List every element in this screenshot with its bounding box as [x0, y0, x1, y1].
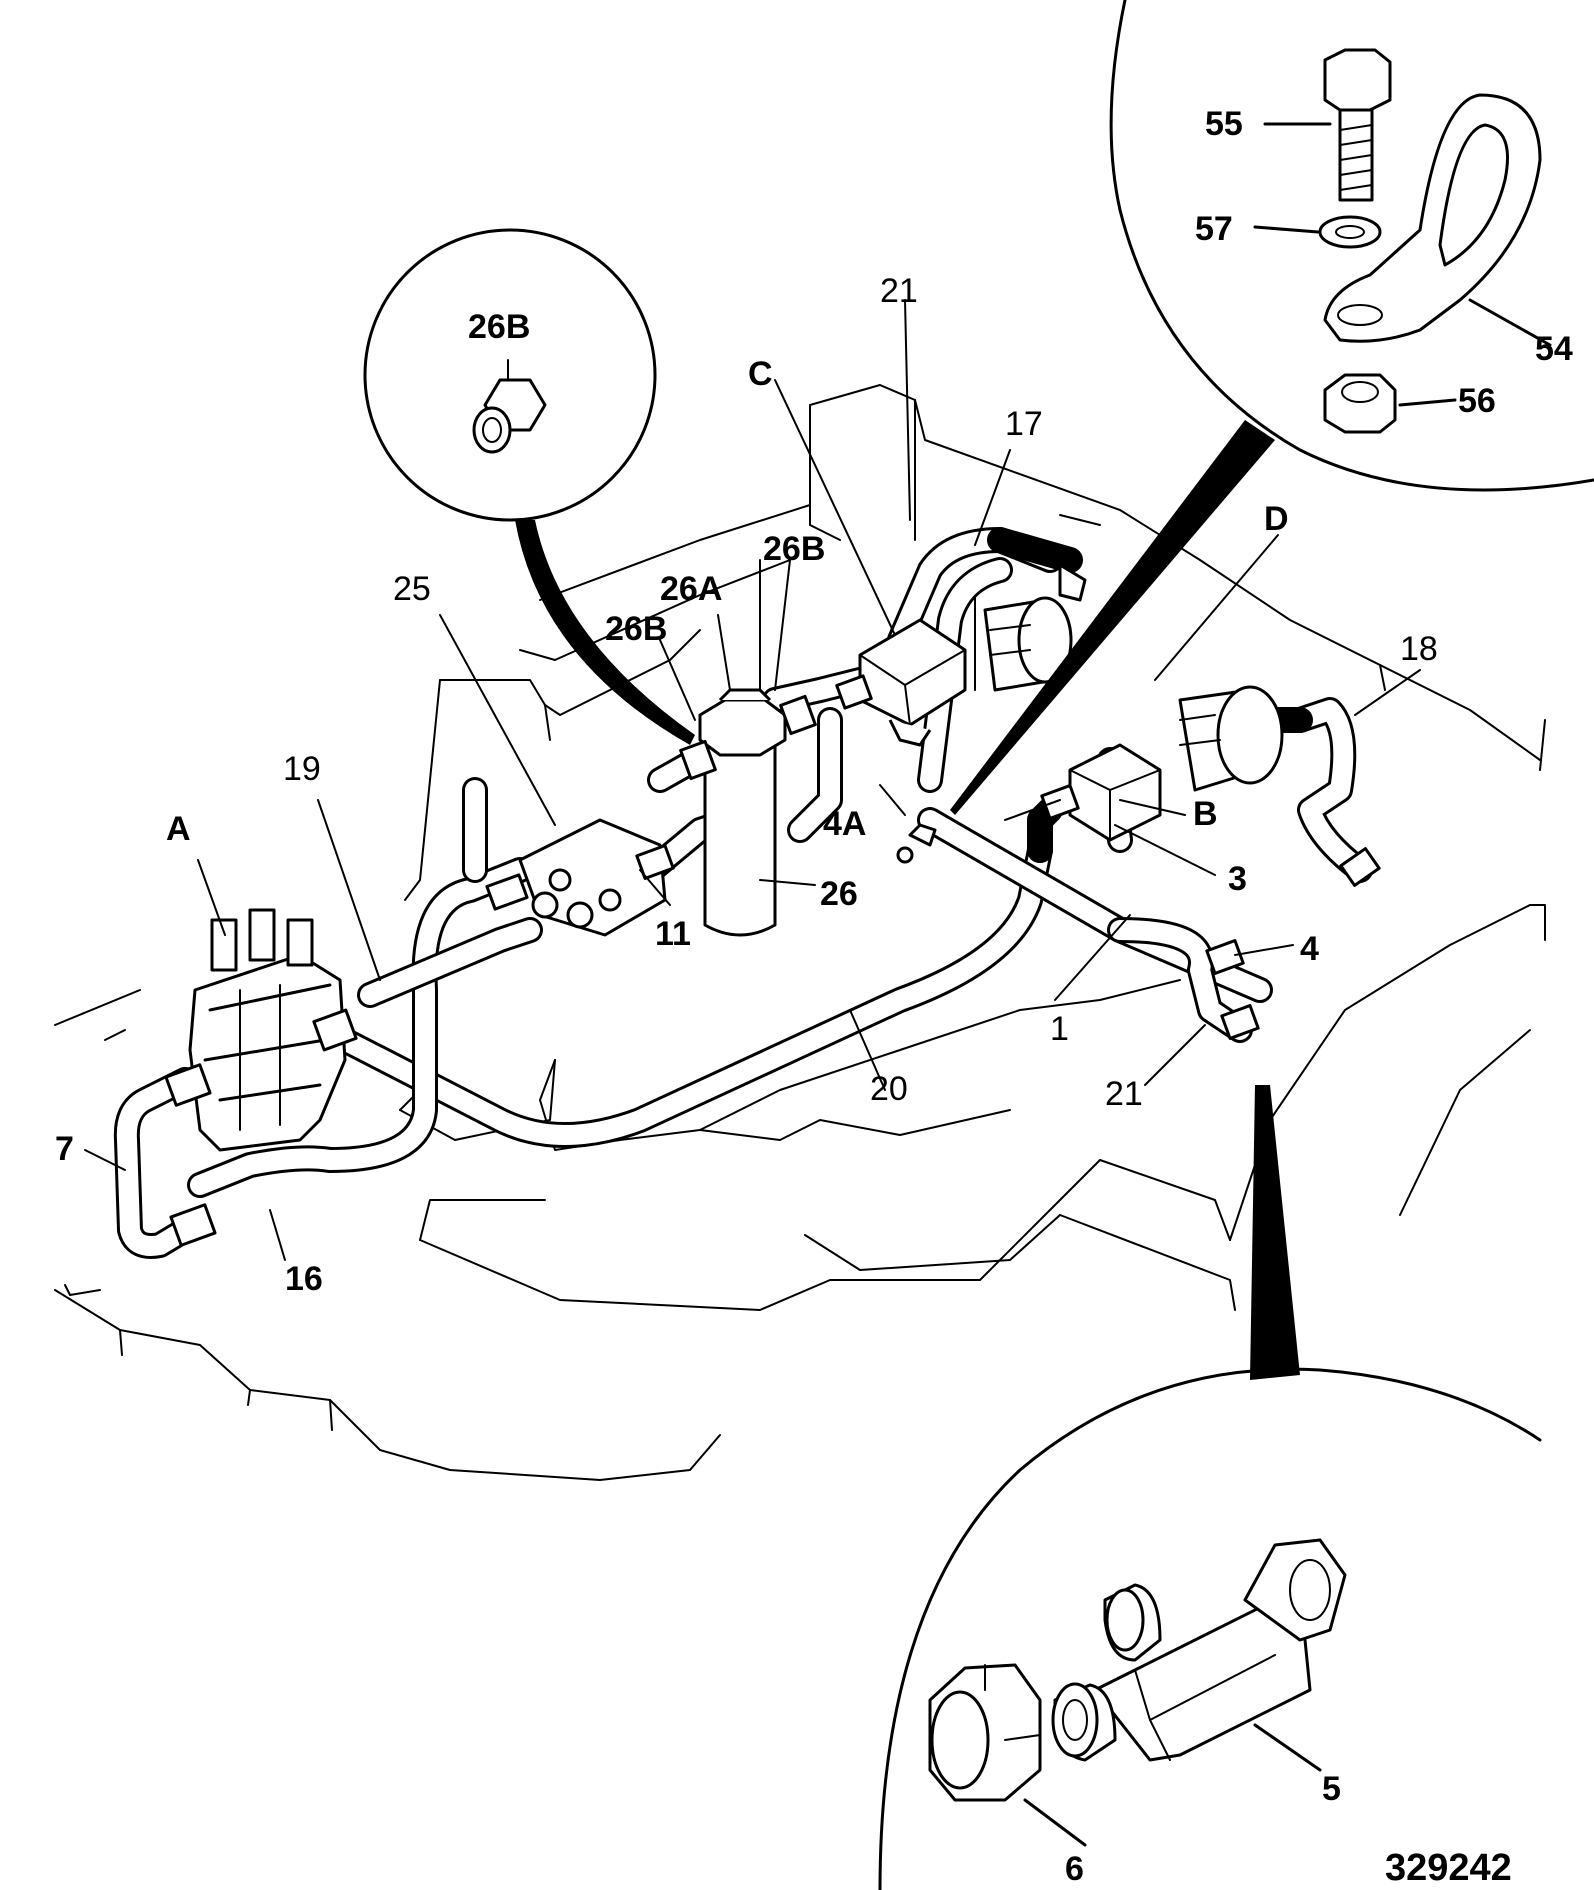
- label-55: 55: [1205, 105, 1243, 143]
- label-16: 16: [285, 1260, 323, 1298]
- label-a: A: [166, 810, 191, 848]
- label-54: 54: [1535, 330, 1573, 368]
- label-21-top: 21: [880, 272, 918, 310]
- label-26: 26: [820, 875, 858, 913]
- label-5: 5: [1322, 1770, 1341, 1808]
- label-19: 19: [283, 750, 321, 788]
- upper-cylinder: [983, 563, 1087, 692]
- label-21-bottom: 21: [1105, 1075, 1143, 1113]
- valve-block-25: [485, 818, 675, 937]
- inset-clamp: [950, 0, 1594, 815]
- inset-26b: [363, 228, 695, 745]
- label-26b-left: 26B: [605, 610, 667, 648]
- control-valve-a: [164, 908, 358, 1247]
- label-20: 20: [870, 1070, 908, 1108]
- drawing-number: 329242: [1385, 1847, 1512, 1889]
- label-17: 17: [1005, 405, 1043, 443]
- component-c: [835, 618, 967, 747]
- label-b: B: [1193, 795, 1218, 833]
- label-26b-inset: 26B: [468, 308, 530, 346]
- component-b: [1040, 743, 1162, 842]
- label-6: 6: [1065, 1850, 1084, 1888]
- component-d: [1178, 685, 1284, 792]
- label-57: 57: [1195, 210, 1233, 248]
- label-25: 25: [393, 570, 431, 608]
- label-d: D: [1264, 500, 1289, 538]
- label-7: 7: [55, 1130, 74, 1168]
- label-3: 3: [1228, 860, 1247, 898]
- label-11: 11: [655, 915, 691, 953]
- fittings-right: [896, 823, 1381, 1040]
- label-4a: 4A: [823, 805, 866, 843]
- inset-tee: [878, 1085, 1542, 1890]
- label-26a: 26A: [660, 570, 722, 608]
- label-4: 4: [1300, 930, 1319, 968]
- label-1: 1: [1050, 1010, 1069, 1048]
- label-26b-right: 26B: [763, 530, 825, 568]
- label-56: 56: [1458, 382, 1496, 420]
- label-c: C: [748, 355, 773, 393]
- label-18: 18: [1400, 630, 1438, 668]
- part-labels: 26B 21 C 17 26B 26A 26B 25 19 A D 18 4A …: [55, 105, 1573, 1889]
- leader-lines: [84, 299, 1421, 1261]
- filter-26: [679, 688, 817, 937]
